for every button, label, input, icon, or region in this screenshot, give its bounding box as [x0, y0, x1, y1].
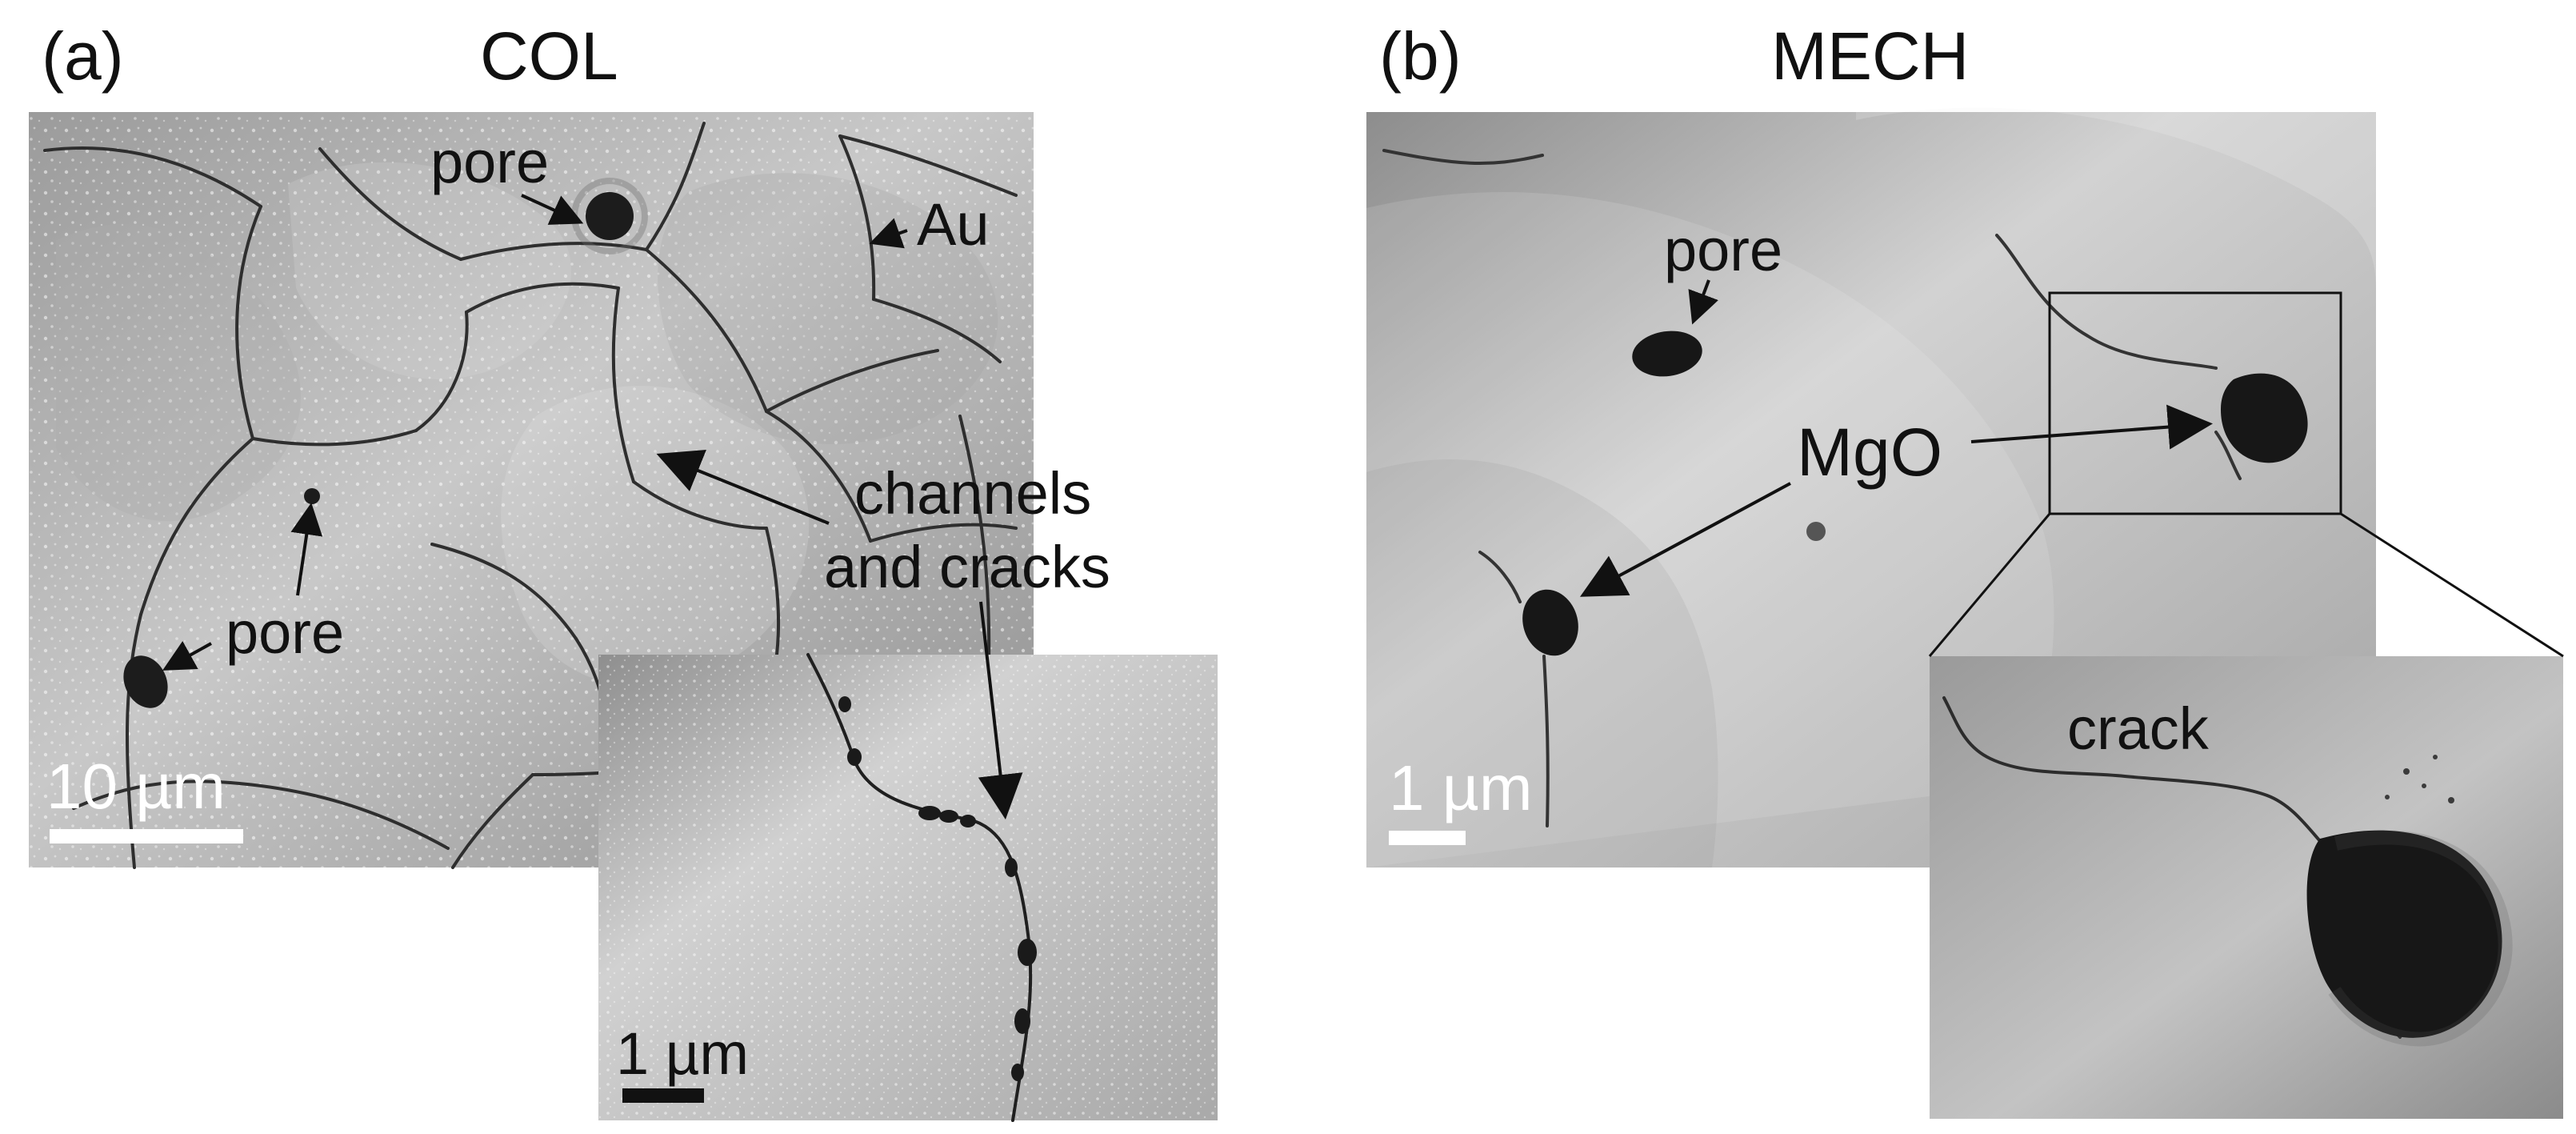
panel-b-annotations: pore MgO crack 1 µm — [1389, 217, 2213, 845]
panel-b-letter: (b) — [1379, 18, 1462, 94]
panel-b-title: MECH — [1771, 18, 1970, 94]
panel-b-scale-bar — [1389, 831, 1466, 845]
panel-b-scale-label: 1 µm — [1389, 752, 1532, 823]
panel-a-inset — [598, 653, 1218, 1122]
channels-label-line2: and cracks — [824, 534, 1110, 600]
panel-a-scale-bar — [50, 829, 243, 843]
crack-label: crack — [2067, 695, 2210, 762]
channels-label-line1: channels — [854, 460, 1091, 527]
panel-a-annotations: pore Au pore channels and cracks 10 µm 1… — [46, 129, 1110, 1103]
panel-a-title: COL — [480, 18, 618, 94]
panel-a-letter: (a) — [42, 18, 124, 94]
pore-left-label: pore — [226, 599, 344, 666]
panel-a-inset-scale-bar — [622, 1088, 704, 1103]
panel-a-inset-scale-label: 1 µm — [616, 1020, 749, 1087]
panel-b-pore-label: pore — [1664, 217, 1782, 283]
panel-a-scale-label: 10 µm — [46, 751, 226, 822]
panel-b-inset — [1928, 512, 2564, 1119]
panel-a-micrograph — [29, 112, 1034, 869]
mgo-label: MgO — [1797, 415, 1942, 490]
au-label: Au — [917, 191, 990, 258]
pore-top-label: pore — [430, 129, 549, 195]
